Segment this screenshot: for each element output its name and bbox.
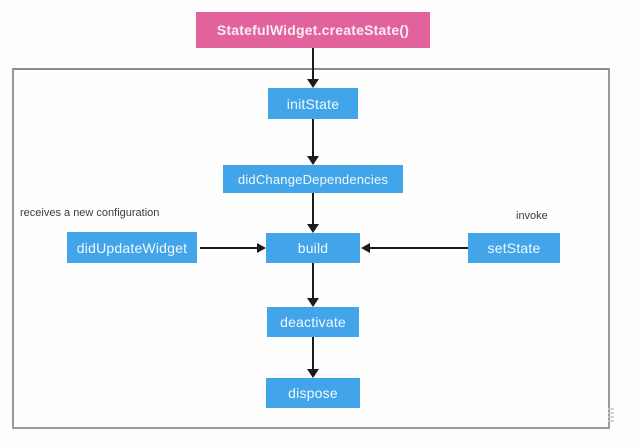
annotation-invoke: invoke [516,210,548,222]
node-dispose-label: dispose [288,385,338,401]
arrowhead-down-icon [307,298,319,307]
arrowhead-left-icon [361,243,370,253]
node-initstate: initState [268,88,358,119]
arrow-line [200,247,257,249]
node-setstate: setState [468,233,560,263]
arrowhead-down-icon [307,156,319,165]
arrow-line [312,193,314,225]
node-createstate-label: StatefulWidget.createState() [216,22,410,38]
arrow-line [312,337,314,370]
arrowhead-down-icon [307,79,319,88]
node-build: build [266,233,360,263]
arrow-line [312,263,314,299]
node-initstate-label: initState [286,95,340,112]
arrow-line [312,48,314,80]
node-build-label: build [297,240,329,256]
node-didchangedependencies-label: didChangeDependencies [237,171,389,187]
node-didchangedependencies: didChangeDependencies [223,165,403,193]
arrowhead-down-icon [307,369,319,378]
node-createstate: StatefulWidget.createState() [196,12,430,48]
node-didupdatewidget: didUpdateWidget [67,232,197,263]
node-didupdatewidget-label: didUpdateWidget [76,239,188,256]
node-setstate-label: setState [487,240,541,256]
node-deactivate-label: deactivate [280,314,346,330]
watermark-smudge [608,408,614,424]
annotation-receives-new-configuration: receives a new configuration [20,207,160,219]
node-dispose: dispose [266,378,360,408]
arrowhead-down-icon [307,224,319,233]
node-deactivate: deactivate [267,307,359,337]
arrowhead-right-icon [257,243,266,253]
arrow-line [370,247,468,249]
arrow-line [312,119,314,157]
